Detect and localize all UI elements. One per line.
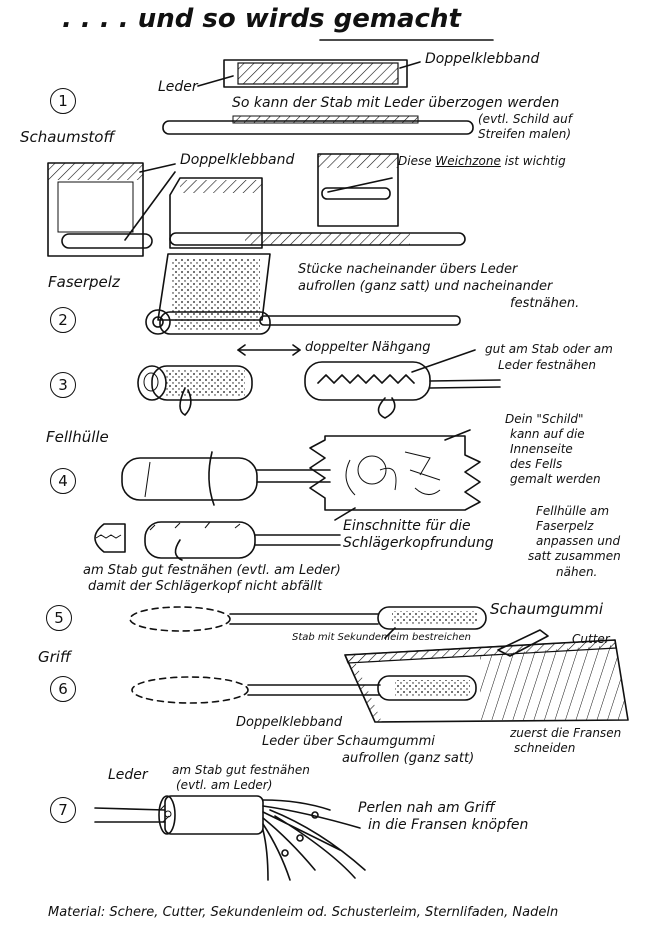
- page-title: . . . . und so wirds gemacht: [62, 6, 461, 32]
- step4-shield-line2: kann auf die: [510, 428, 585, 440]
- step6-fringe-line2: schneiden: [514, 742, 575, 754]
- step1-tape-label: Doppelklebband: [425, 52, 539, 66]
- step4-shield-pelt: [310, 430, 480, 520]
- step7-fringes: [263, 800, 365, 880]
- step3-double-seam: doppelter Nähgang: [305, 341, 431, 354]
- step6-tape-label: Doppelklebband: [236, 716, 342, 729]
- step7-grip: [95, 796, 263, 834]
- step4-fur-cover: [122, 452, 330, 505]
- step1-note-line2: Streifen malen): [478, 128, 571, 140]
- step4-cuts-line2: Schlägerkopfrundung: [343, 536, 494, 550]
- step3-arrow: [238, 345, 300, 355]
- step1-stick: [163, 116, 473, 134]
- step-number-7: 7: [50, 797, 76, 823]
- step-number-2: 2: [50, 307, 76, 333]
- weichzone-word: Weichzone: [435, 154, 500, 168]
- step7-sew-line1: am Stab gut festnähen: [172, 764, 310, 776]
- step-number-5: 5: [46, 605, 72, 631]
- step4-fit-line4: satt zusammen: [528, 550, 621, 562]
- step7-leder-label: Leder: [108, 768, 148, 782]
- step1-leder-label: Leder: [158, 80, 198, 94]
- step1-caption: So kann der Stab mit Leder überzogen wer…: [232, 96, 559, 110]
- step4-fit-line3: anpassen und: [536, 535, 620, 547]
- step1-note-line1: (evtl. Schild auf: [478, 113, 572, 125]
- step4-fit-line2: Faserpelz: [536, 520, 593, 532]
- step3-line1: gut am Stab oder am: [485, 343, 613, 355]
- step4-fit-line5: nähen.: [556, 566, 597, 578]
- step6-leather-line2: aufrollen (ganz satt): [342, 752, 474, 765]
- step4-bottom-line1: am Stab gut festnähen (evtl. am Leder): [83, 564, 341, 577]
- step4-shield-line4: des Fells: [510, 458, 562, 470]
- step4-cuts-line1: Einschnitte für die: [343, 519, 471, 533]
- step4-shield-line1: Dein "Schild": [505, 413, 584, 425]
- weichzone-post: ist wichtig: [501, 154, 566, 168]
- weichzone-pre: Diese: [398, 154, 435, 168]
- step7-sew-line2: (evtl. am Leder): [176, 779, 272, 791]
- step6-fringe-line1: zuerst die Fransen: [510, 727, 621, 739]
- step3-line2: Leder festnähen: [498, 359, 596, 371]
- step-number-1: 1: [50, 88, 76, 114]
- foam-panel-1: [48, 163, 175, 256]
- step2-line1: Stücke nacheinander übers Leder: [298, 263, 517, 276]
- step5-cutter-label: Cutter: [572, 633, 610, 645]
- foam-panel-3: [318, 154, 398, 226]
- weichzone-note: Diese Weichzone ist wichtig: [398, 155, 566, 167]
- step-number-6: 6: [50, 676, 76, 702]
- step-number-4: 4: [50, 468, 76, 494]
- step5-foam-rubber-label: Schaumgummi: [490, 602, 603, 617]
- step6-grip-label: Griff: [38, 650, 71, 665]
- step2-line3: festnähen.: [510, 297, 579, 310]
- step2-label: Faserpelz: [48, 275, 120, 290]
- step4-bottom-assembly: [95, 522, 340, 560]
- step4-bottom-line2: damit der Schlägerkopf nicht abfällt: [88, 580, 322, 593]
- step4-shield-line3: Innenseite: [510, 443, 573, 455]
- step1-leather-strip: [198, 60, 420, 87]
- step4-shield-line5: gemalt werden: [510, 473, 601, 485]
- foam-tape-label: Doppelklebband: [180, 153, 294, 167]
- step7-beads-line1: Perlen nah am Griff: [358, 801, 495, 815]
- step3-roll-end: [138, 366, 252, 415]
- step-number-3: 3: [50, 372, 76, 398]
- step4-label: Fellhülle: [46, 430, 109, 445]
- step6-stick: [132, 677, 380, 703]
- step4-fit-line1: Fellhülle am: [536, 505, 609, 517]
- step2-line2: aufrollen (ganz satt) und nacheinander: [298, 280, 552, 293]
- foam-label: Schaumstoff: [20, 130, 114, 145]
- step7-beads-line2: in die Fransen knöpfen: [368, 818, 528, 832]
- material-list: Material: Schere, Cutter, Sekundenleim o…: [48, 906, 558, 919]
- step3-stitched-roll: [305, 350, 500, 418]
- step6-leather-line1: Leder über Schaumgummi: [262, 735, 435, 748]
- step5-glue-note: Stab mit Sekundenleim bestreichen: [292, 633, 471, 643]
